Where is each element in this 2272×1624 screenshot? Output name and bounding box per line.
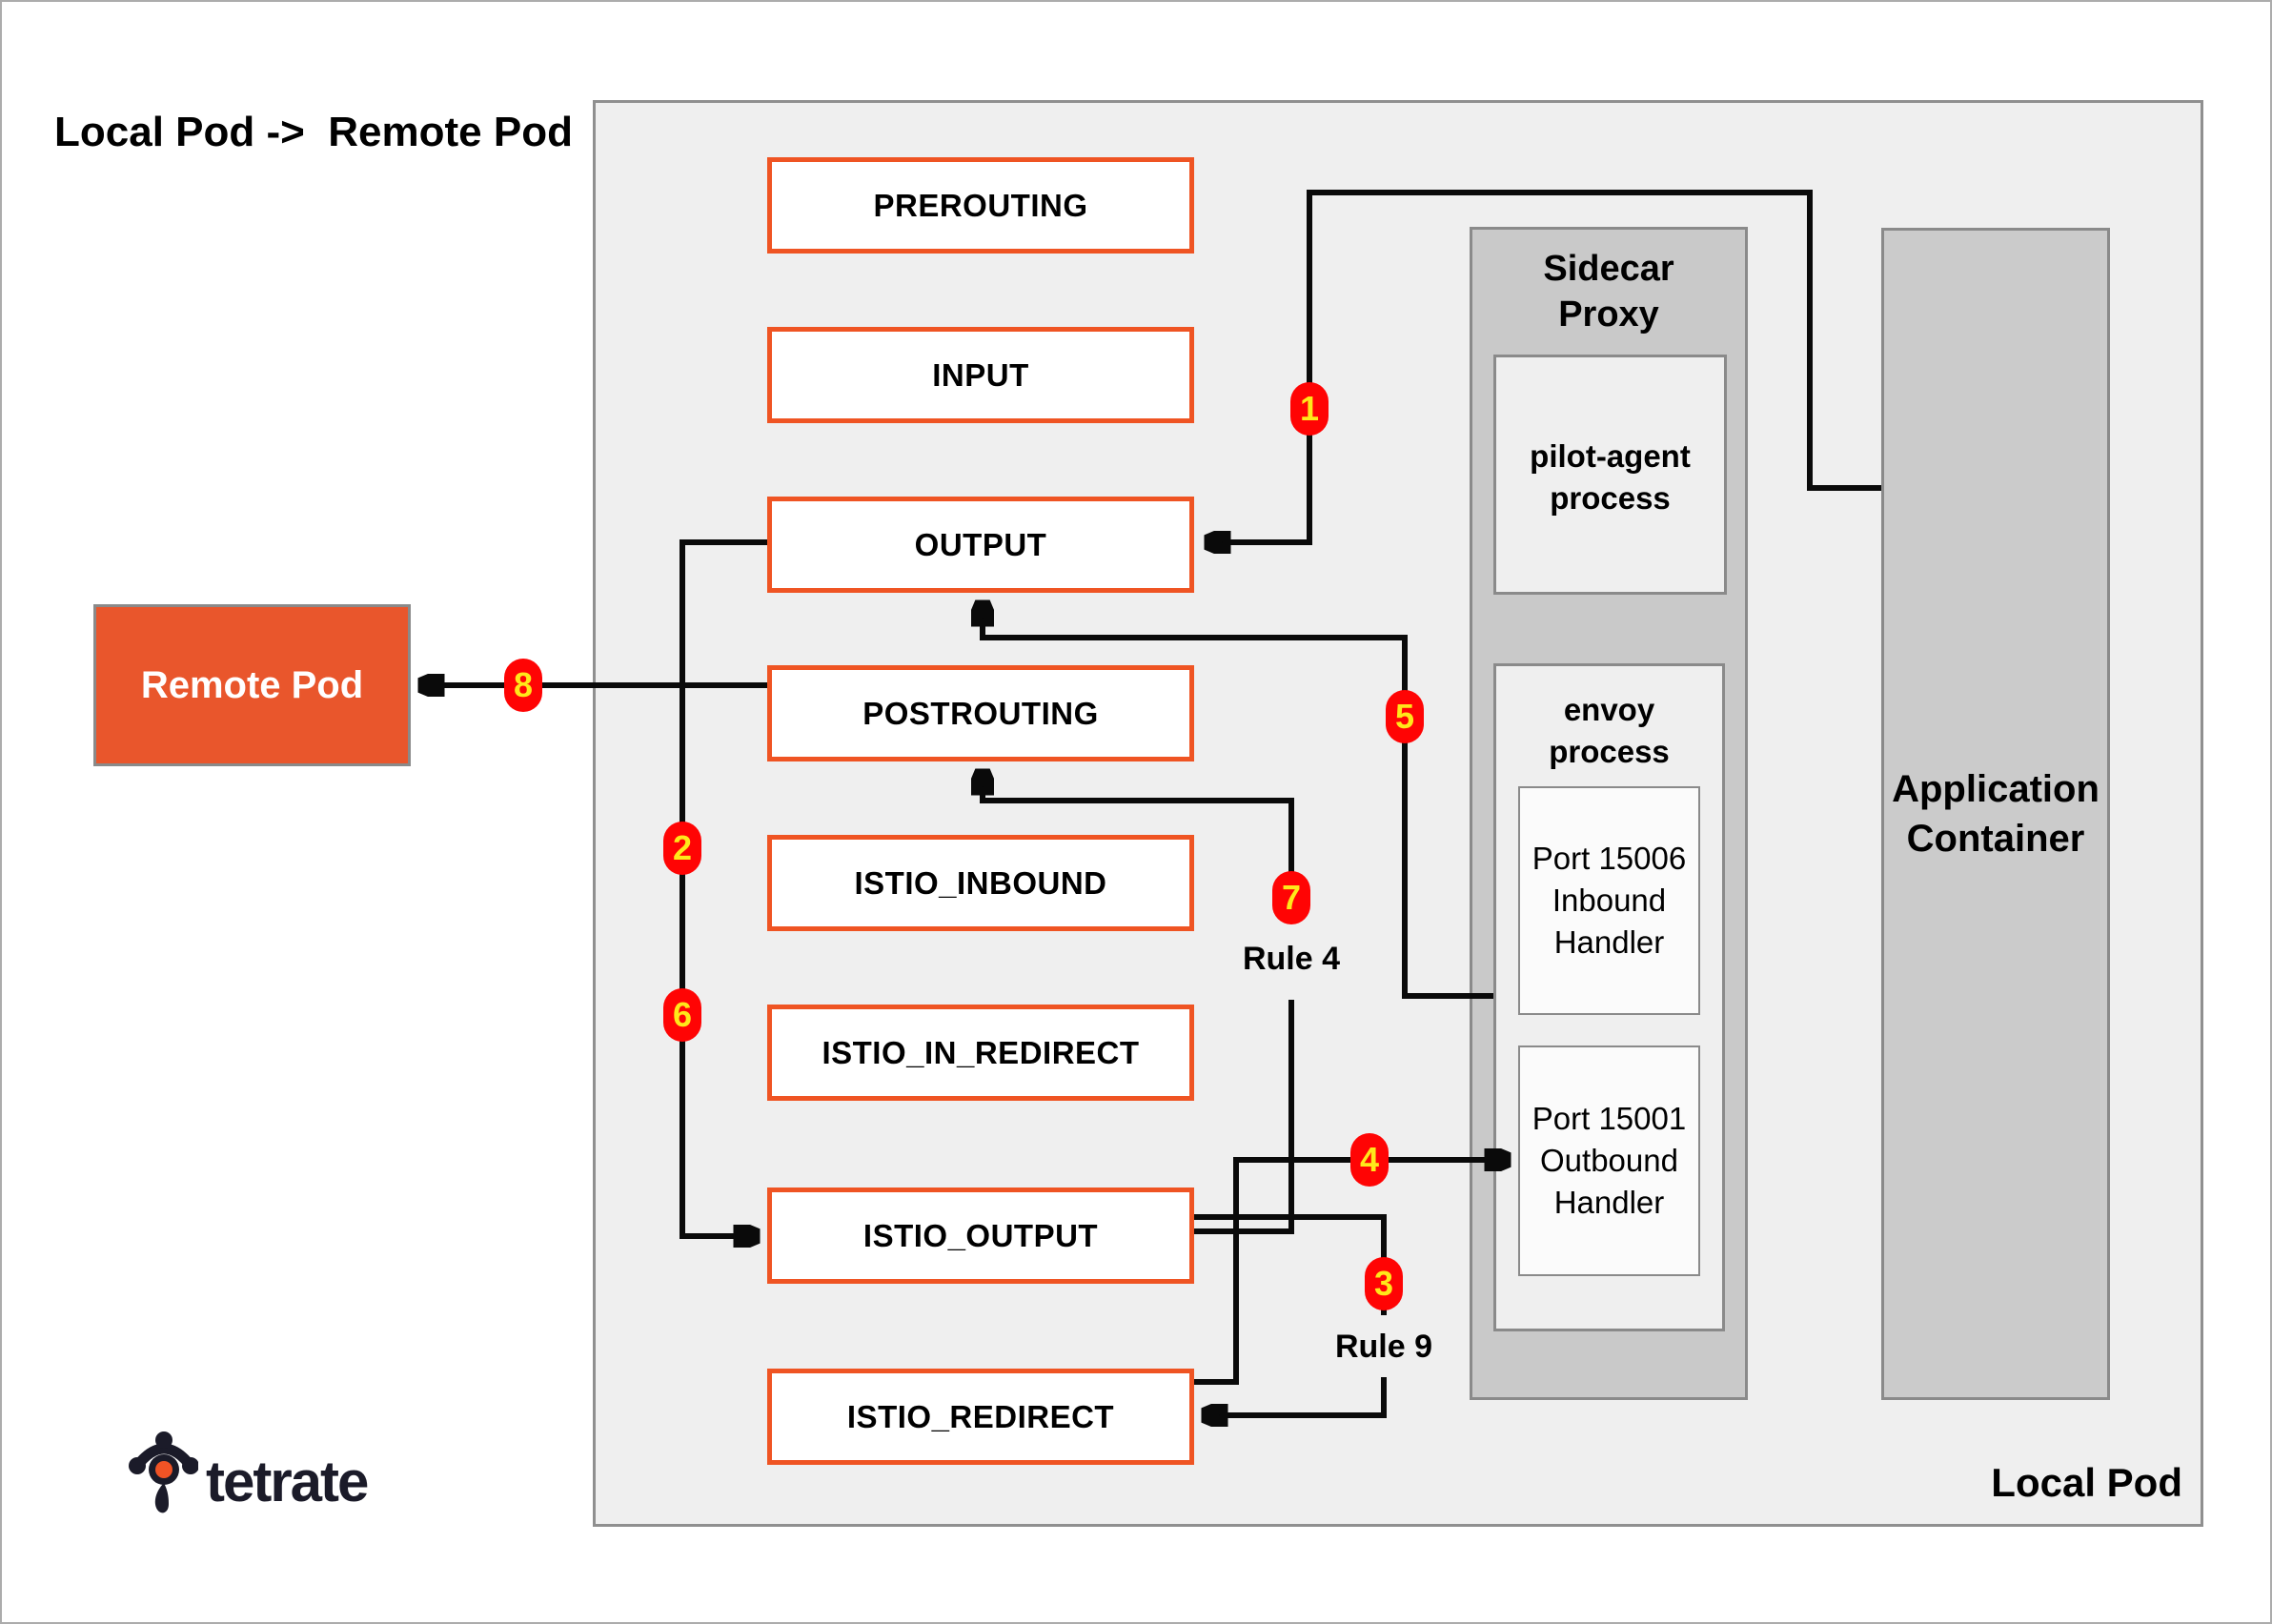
chain-box-istio-in-redirect: ISTIO_IN_REDIRECT bbox=[767, 1005, 1194, 1101]
remote-pod-label: Remote Pod bbox=[140, 663, 364, 706]
pilot-agent-process-box: pilot-agent process bbox=[1493, 355, 1727, 595]
chain-box-input: INPUT bbox=[767, 327, 1194, 423]
port-15006-inbound-handler-box: Port 15006 Inbound Handler bbox=[1518, 786, 1700, 1015]
step-badge-3: 3 bbox=[1365, 1257, 1403, 1310]
tetrate-logo-mark bbox=[129, 1431, 198, 1513]
envoy-process-label: envoy process bbox=[1549, 692, 1670, 769]
sidecar-proxy-title-text: Sidecar Proxy bbox=[1543, 249, 1674, 335]
application-container-label: Application Container bbox=[1892, 768, 2100, 860]
chain-box-istio-output: ISTIO_OUTPUT bbox=[767, 1188, 1194, 1284]
chain-box-prerouting: PREROUTING bbox=[767, 157, 1194, 254]
pilot-agent-process-label: pilot-agent process bbox=[1530, 438, 1691, 516]
step-badge-8-number: 8 bbox=[513, 665, 534, 704]
step-badge-6-number: 6 bbox=[672, 995, 693, 1034]
port-15001-outbound-handler-box: Port 15001 Outbound Handler bbox=[1518, 1045, 1700, 1276]
step-badge-5-number: 5 bbox=[1394, 697, 1415, 736]
step-badge-2-number: 2 bbox=[672, 828, 693, 867]
port-15001-outbound-handler-label: Port 15001 Outbound Handler bbox=[1532, 1101, 1687, 1220]
port-15006-inbound-handler-label: Port 15006 Inbound Handler bbox=[1532, 841, 1687, 960]
application-container-box: Application Container bbox=[1881, 228, 2110, 1400]
step-badge-4-number: 4 bbox=[1359, 1140, 1380, 1179]
chain-box-output: OUTPUT bbox=[767, 497, 1194, 593]
step-badge-8: 8 bbox=[504, 659, 542, 712]
step-badge-7-number: 7 bbox=[1281, 878, 1302, 917]
chain-box-istio-inbound: ISTIO_INBOUND bbox=[767, 835, 1194, 931]
step-badge-1: 1 bbox=[1290, 382, 1329, 436]
remote-pod-box: Remote Pod bbox=[93, 604, 411, 766]
tetrate-logo: tetrate bbox=[126, 1424, 369, 1523]
rule-9-label: Rule 9 bbox=[1334, 1329, 1433, 1365]
sidecar-proxy-title: Sidecar Proxy bbox=[1470, 246, 1748, 337]
step-badge-2: 2 bbox=[663, 822, 701, 875]
rule-4-label: Rule 4 bbox=[1242, 941, 1341, 977]
step-badge-5: 5 bbox=[1386, 690, 1424, 743]
step-badge-7: 7 bbox=[1272, 871, 1310, 924]
step-badge-4: 4 bbox=[1350, 1133, 1389, 1187]
step-badge-6: 6 bbox=[663, 988, 701, 1042]
local-pod-label: Local Pod bbox=[1991, 1460, 2182, 1505]
step-badge-3-number: 3 bbox=[1373, 1264, 1394, 1303]
chain-box-istio-redirect: ISTIO_REDIRECT bbox=[767, 1369, 1194, 1465]
page-title: Local Pod -> Remote Pod bbox=[54, 109, 573, 155]
chain-box-postrouting: POSTROUTING bbox=[767, 665, 1194, 761]
tetrate-logo-wordmark: tetrate bbox=[206, 1450, 369, 1513]
step-badge-1-number: 1 bbox=[1299, 389, 1320, 428]
